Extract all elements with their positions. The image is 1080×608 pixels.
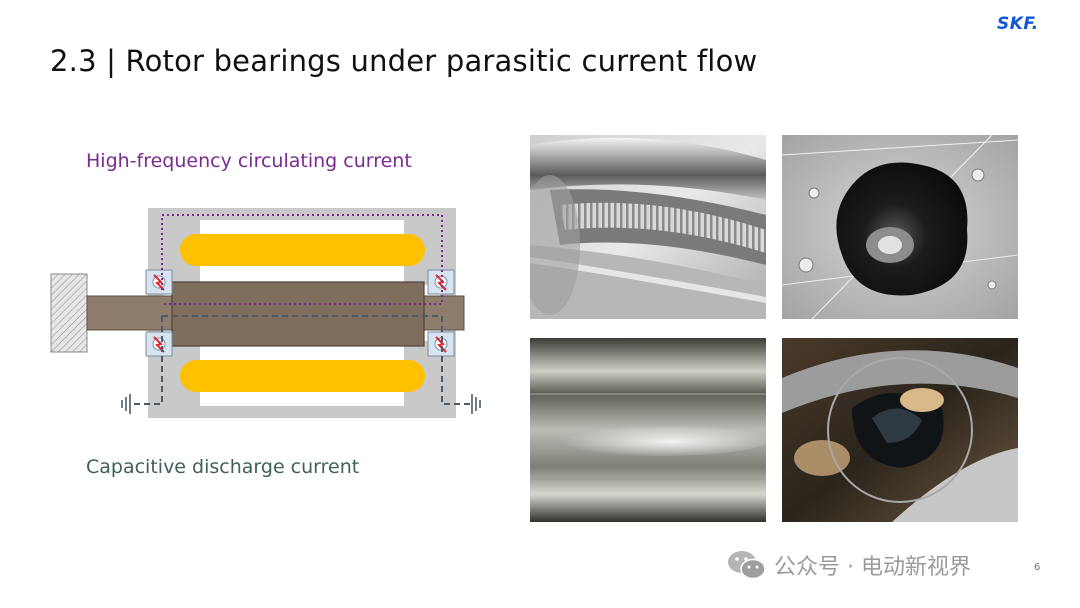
ground-left-icon <box>121 394 131 414</box>
photo-raceway-frosting <box>530 338 766 522</box>
bearing-bottom-left-icon <box>145 331 173 357</box>
ground-right-icon <box>471 394 481 414</box>
bearing-bottom-right-icon <box>427 331 455 357</box>
watermark: 公众号 · 电动新视界 <box>726 548 971 582</box>
stator-winding-top <box>180 234 425 266</box>
burnt-cage-photo <box>782 338 1018 522</box>
slide-title: 2.3 | Rotor bearings under parasitic cur… <box>50 44 758 78</box>
circulating-current-label: High-frequency circulating current <box>86 150 412 172</box>
raceway-frosting-photo <box>530 338 766 522</box>
photo-crater-micrograph <box>782 135 1018 319</box>
bearing-top-left-icon <box>145 269 173 295</box>
watermark-text: 公众号 · 电动新视界 <box>774 555 971 580</box>
skf-logo: SKF. <box>997 14 1039 34</box>
shaft-coupling <box>50 273 88 353</box>
wechat-icon <box>728 551 766 580</box>
page-number: 6 <box>1034 562 1041 573</box>
rotor-core <box>171 281 425 347</box>
photo-burnt-cage <box>782 338 1018 522</box>
bearing-ring-fluting-photo <box>530 135 766 319</box>
motor-cross-section-diagram <box>50 208 481 418</box>
stator-winding-bottom <box>180 360 425 392</box>
discharge-current-label: Capacitive discharge current <box>86 456 360 478</box>
photo-bearing-ring-fluting <box>530 135 766 319</box>
crater-micrograph-photo <box>782 135 1018 319</box>
circulating-current-path <box>161 214 443 305</box>
